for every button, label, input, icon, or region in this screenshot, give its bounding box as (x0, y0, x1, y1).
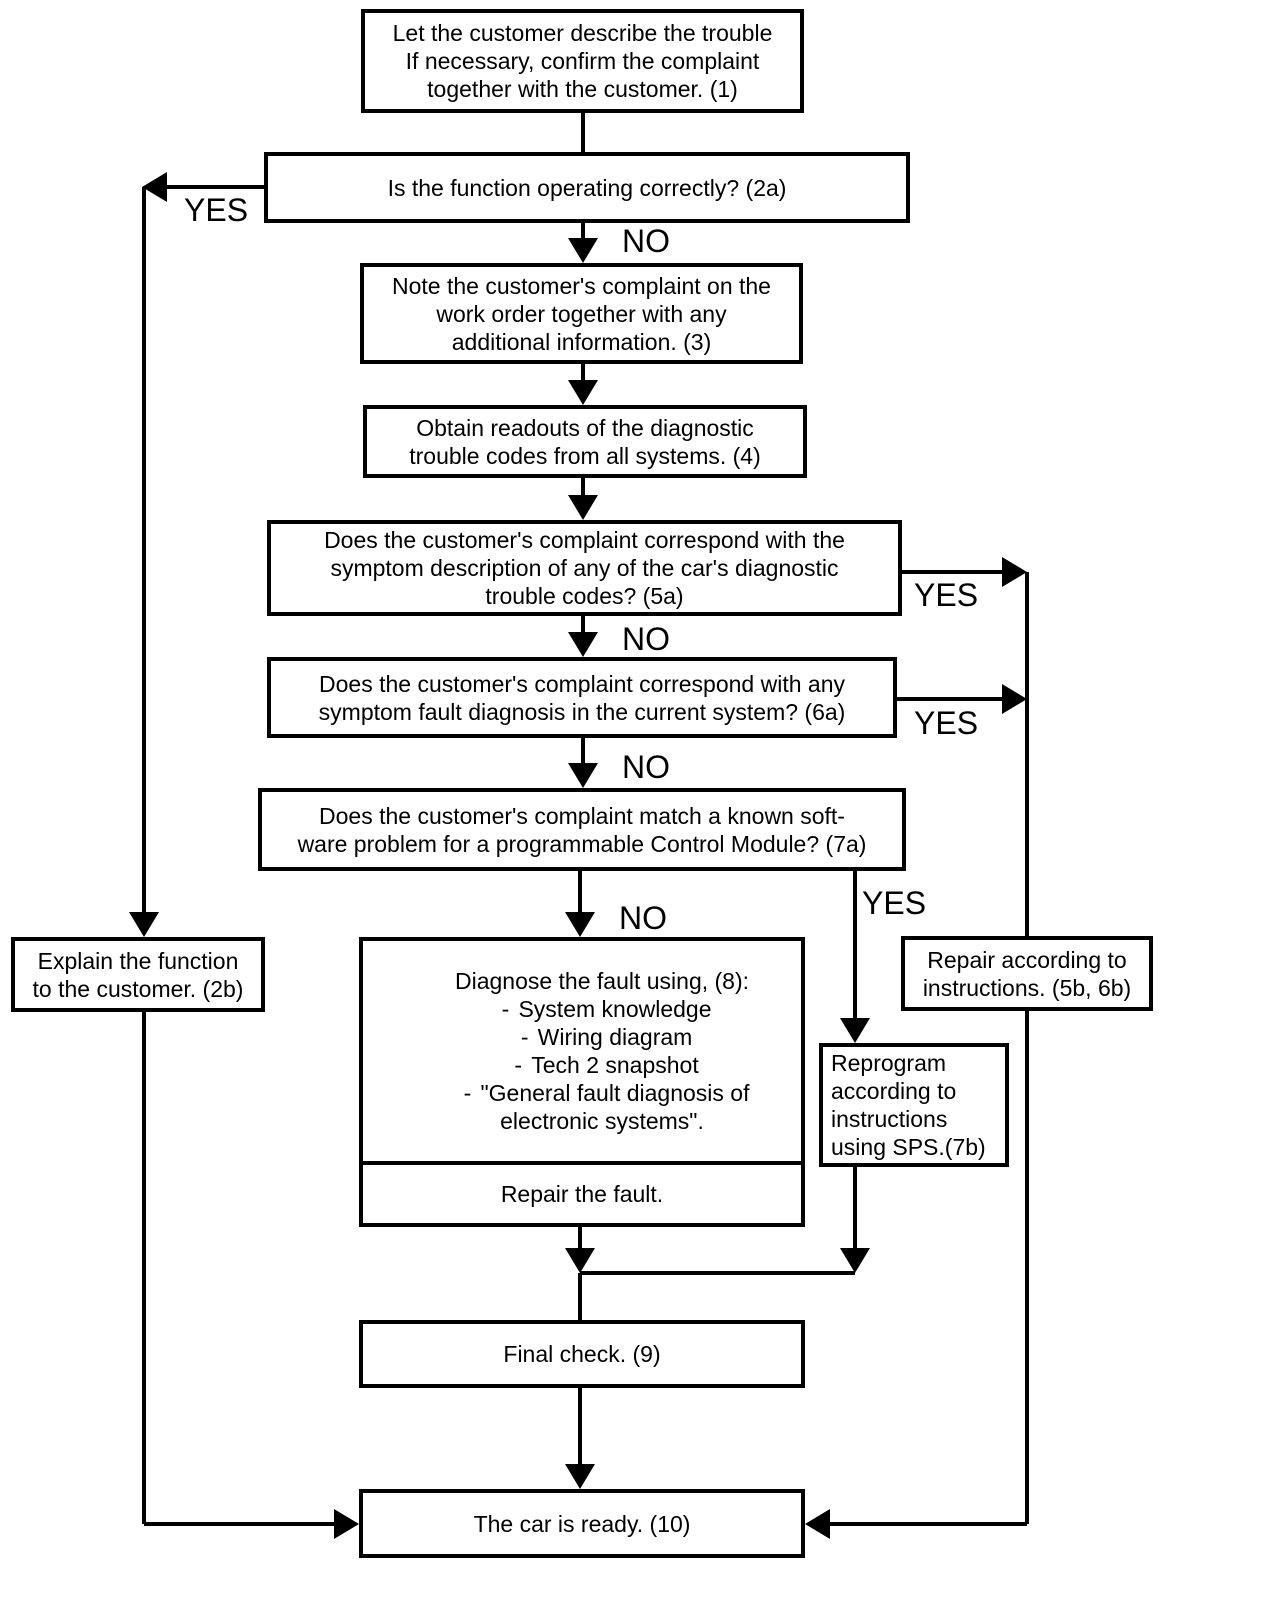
diagnose-item-text: Tech 2 snapshot (531, 1052, 699, 1078)
label-yes-5a: YES (914, 577, 979, 613)
node-text-line: symptom fault diagnosis in the current s… (318, 698, 846, 725)
node-text-line: together with the customer. (1) (427, 76, 738, 102)
node-text-line: instructions (831, 1106, 948, 1132)
node-text-line: Does the customer's complaint match a kn… (319, 802, 845, 829)
diagnose-item: -"General fault diagnosis of (377, 1079, 801, 1107)
node-text-line: according to (831, 1078, 957, 1104)
arrowhead (1002, 557, 1027, 587)
decision-5a-symptom-description: Does the customer's complaint correspond… (267, 520, 902, 616)
step-8-diagnose-fault: Diagnose the fault using, (8): -System k… (359, 937, 805, 1227)
node-text-line: Obtain readouts of the diagnostic (416, 414, 754, 441)
arrowhead (568, 763, 598, 788)
decision-6a-fault-diagnosis: Does the customer's complaint correspond… (267, 657, 897, 738)
arrowhead (805, 1509, 830, 1539)
arrowhead (840, 1248, 870, 1273)
node-text-line: Does the customer's complaint correspond… (324, 527, 845, 553)
arrowhead (129, 912, 159, 937)
node-text-line: trouble codes? (5a) (485, 583, 684, 609)
repair-the-fault: Repair the fault. (500, 1181, 664, 1207)
arrowhead (568, 632, 598, 657)
node-text-line: Final check. (9) (503, 1341, 661, 1367)
node-text-line: Note the customer's complaint on the (392, 272, 771, 299)
node-text-line: Is the function operating correctly? (2a… (387, 174, 787, 201)
arrowhead (565, 912, 595, 937)
arrowhead (565, 1464, 595, 1489)
bullet-dash: - (514, 1052, 523, 1078)
diagnose-item-text: Wiring diagram (537, 1024, 693, 1050)
bullet-dash: - (463, 1080, 472, 1106)
arrowhead (142, 172, 167, 202)
diagnose-item: -System knowledge (377, 995, 801, 1023)
node-text-line: symptom description of any of the car's … (330, 555, 839, 581)
arrowhead (568, 238, 598, 263)
node-text-line: trouble codes from all systems. (4) (409, 442, 761, 469)
node-text-line: using SPS.(7b) (831, 1134, 986, 1160)
node-text-line: Reprogram (831, 1050, 947, 1076)
node-text-line: to the customer. (2b) (32, 975, 244, 1002)
divider (363, 1161, 801, 1165)
label-no-7a: NO (619, 900, 667, 936)
label-no-2a: NO (622, 223, 670, 259)
node-text-line: If necessary, confirm the complaint (405, 48, 760, 74)
node-text-line: Repair according to (927, 946, 1127, 973)
node-text-line: additional information. (3) (451, 328, 712, 355)
label-yes-2a: YES (184, 192, 249, 228)
diagnose-heading: Diagnose the fault using, (8): (454, 968, 750, 994)
node-text-line: Explain the function (37, 947, 239, 974)
arrowhead (334, 1509, 359, 1539)
bullet-dash: - (520, 1024, 529, 1050)
node-text-line: The car is ready. (10) (473, 1510, 691, 1537)
label-no-6a: NO (622, 749, 670, 785)
label-yes-6a: YES (914, 705, 979, 741)
decision-7a-software-problem: Does the customer's complaint match a kn… (258, 788, 906, 871)
diagnose-item-continuation: electronic systems". (500, 1108, 704, 1134)
arrowhead (565, 1248, 595, 1273)
node-text-line: instructions. (5b, 6b) (922, 974, 1132, 1001)
decision-2a-function-correct: Is the function operating correctly? (2a… (264, 152, 910, 223)
bullet-dash: - (501, 996, 510, 1022)
arrowhead (840, 1018, 870, 1043)
diagnose-item: -Wiring diagram (377, 1023, 801, 1051)
label-yes-7a: YES (862, 885, 927, 921)
step-9-final-check: Final check. (9) (359, 1320, 805, 1388)
diagnose-item: -Tech 2 snapshot (377, 1051, 801, 1079)
arrowhead (1002, 684, 1027, 714)
node-text-line: work order together with any (436, 300, 727, 327)
node-text-line: Let the customer describe the trouble (392, 20, 773, 46)
diagnose-item-text: System knowledge (518, 996, 712, 1022)
arrowhead (568, 495, 598, 520)
node-text-line: ware problem for a programmable Control … (297, 830, 867, 857)
diagnose-methods: Diagnose the fault using, (8): -System k… (363, 941, 801, 1161)
diagnose-item-text: "General fault diagnosis of (480, 1080, 750, 1106)
step-10-car-ready: The car is ready. (10) (359, 1489, 805, 1558)
label-no-5a: NO (622, 621, 670, 657)
arrowhead (568, 380, 598, 405)
node-text-line: Does the customer's complaint correspond… (319, 670, 845, 697)
